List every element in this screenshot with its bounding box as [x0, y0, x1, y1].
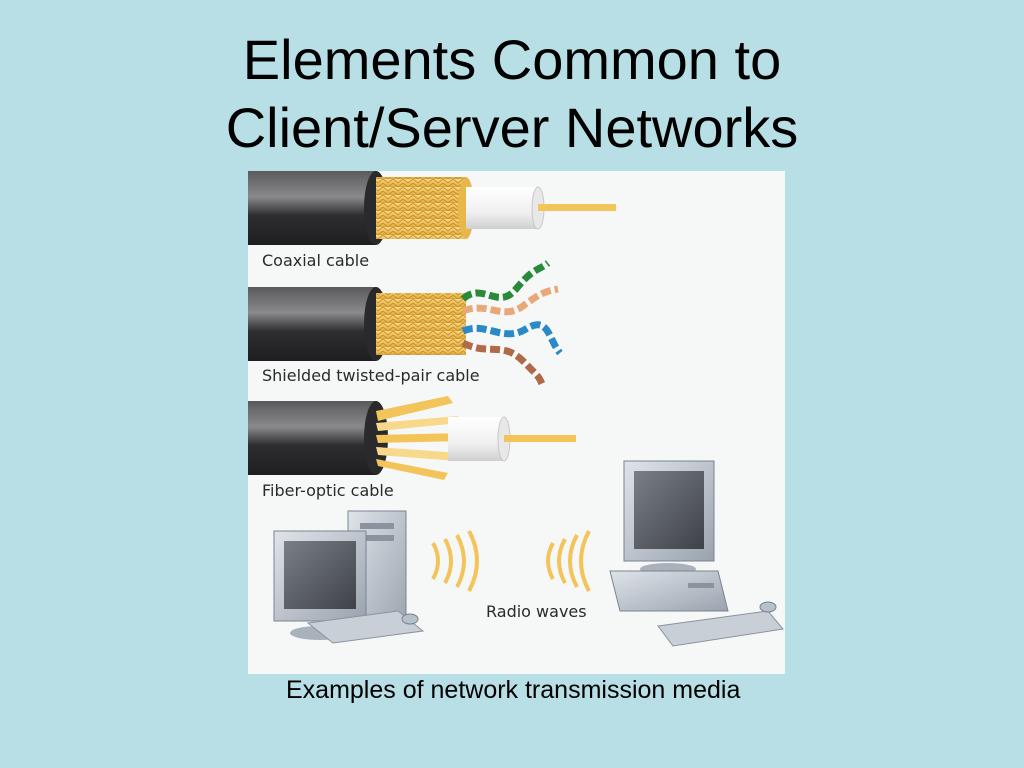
radio-waves-icon [431, 530, 591, 592]
computer-icon [273, 510, 425, 644]
coaxial-cable-icon [248, 171, 616, 245]
title-line-1: Elements Common to [242, 28, 782, 91]
coaxial-cable-label: Coaxial cable [262, 251, 369, 270]
fiber-optic-cable-label: Fiber-optic cable [262, 481, 394, 500]
page-title: Elements Common to Client/Server Network… [0, 26, 1024, 162]
twisted-pair-cable-icon [248, 260, 563, 388]
figure-caption: Examples of network transmission media [286, 676, 741, 704]
radio-waves-label: Radio waves [486, 602, 587, 621]
twisted-pair-cable-label: Shielded twisted-pair cable [262, 366, 480, 385]
title-line-2: Client/Server Networks [225, 96, 799, 159]
computer-icon [609, 460, 784, 647]
fiber-optic-cable-icon [248, 396, 576, 480]
transmission-media-figure: Coaxial cable Shielded twisted-pair cabl… [248, 171, 785, 674]
